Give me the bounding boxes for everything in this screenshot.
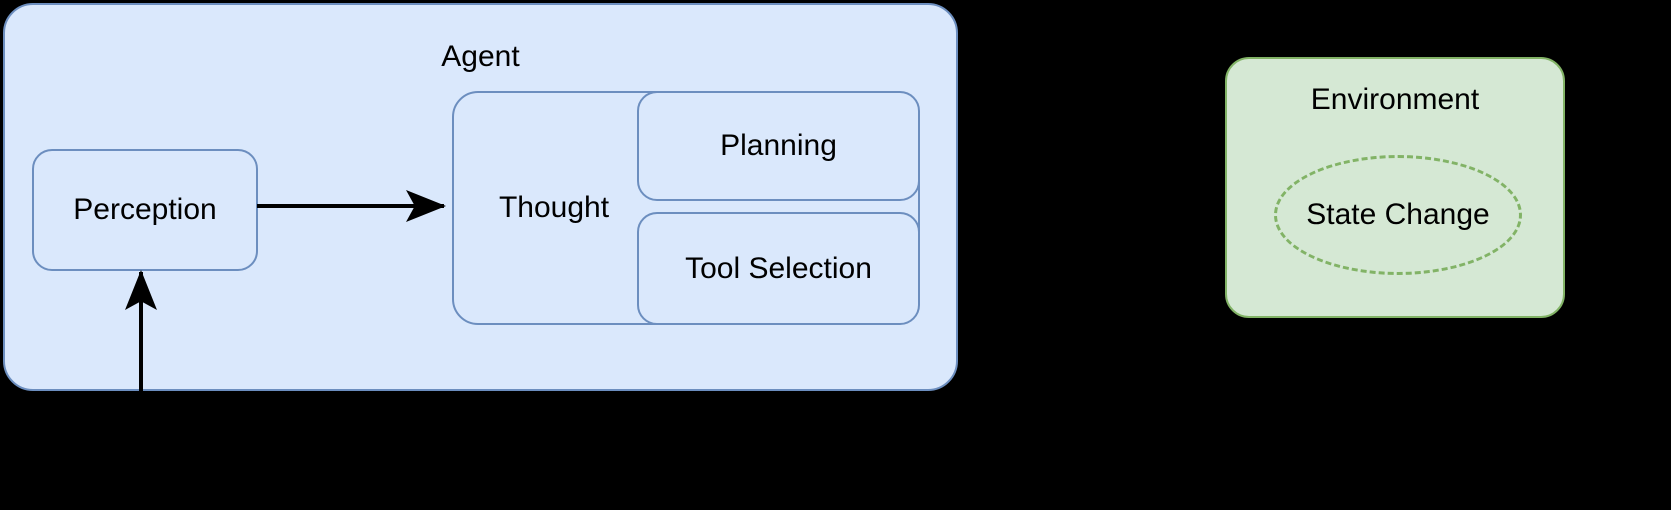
agent-container[interactable]: Agent Thought Planning Tool Selection Pe… xyxy=(3,3,958,391)
state-change-ellipse[interactable]: State Change xyxy=(1274,155,1522,275)
thought-label: Thought xyxy=(498,191,610,224)
perception-box[interactable]: Perception xyxy=(32,149,258,271)
tool-selection-box[interactable]: Tool Selection xyxy=(637,212,920,325)
agent-title: Agent xyxy=(441,40,520,73)
planning-box[interactable]: Planning xyxy=(637,91,920,201)
environment-title: Environment xyxy=(1310,83,1480,116)
environment-container[interactable]: Environment State Change xyxy=(1225,57,1565,318)
